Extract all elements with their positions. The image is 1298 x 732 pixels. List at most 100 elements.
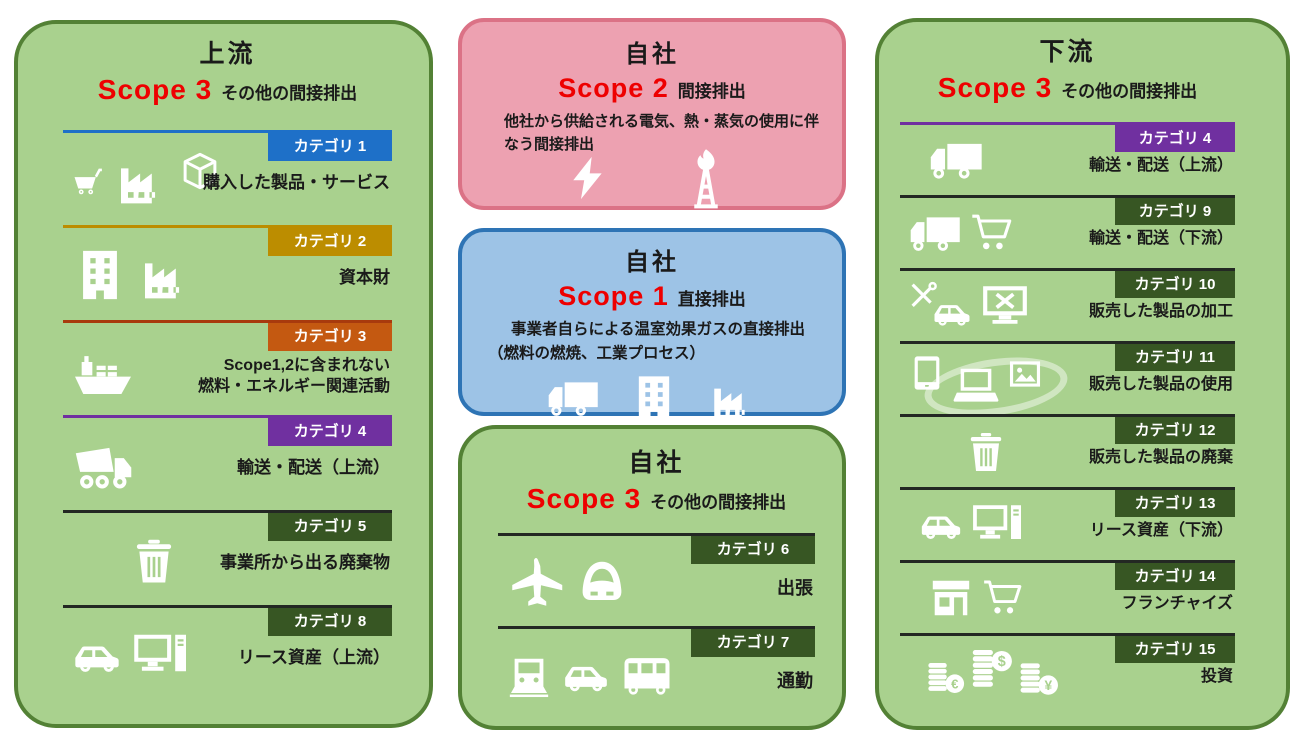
category-7-line	[498, 626, 815, 629]
category-row-9: カテゴリ 9 輸送・配送（下流）	[900, 195, 1235, 268]
factory-icon	[114, 152, 170, 208]
scope2-label: Scope 2	[558, 73, 669, 103]
category-1-badge: カテゴリ 1	[268, 133, 392, 161]
scope1-icons	[462, 370, 842, 424]
category-4-icons	[71, 423, 135, 506]
factory-icon	[138, 247, 194, 303]
category-9-label: 輸送・配送（下流）	[1088, 230, 1233, 247]
smartphone-icon	[908, 354, 946, 392]
category-3-badge: カテゴリ 3	[268, 323, 392, 351]
category-4d-badge: カテゴリ 4	[1115, 125, 1235, 152]
category-row-1: カテゴリ 1 購入した製品・サービス	[63, 130, 392, 225]
category-12-icons	[962, 419, 1010, 483]
category-8-icons	[71, 613, 186, 696]
gas-flare-icon	[674, 145, 738, 209]
car-icon	[71, 629, 123, 681]
category-6-line	[498, 533, 815, 536]
category-10-line	[900, 268, 1235, 271]
category-13-badge: カテゴリ 13	[1115, 490, 1235, 517]
dump-truck-icon	[71, 433, 135, 497]
category-5-label: 事業所から出る廃棄物	[220, 553, 390, 572]
category-13-line	[900, 487, 1235, 490]
category-10-badge: カテゴリ 10	[1115, 271, 1235, 298]
downstream-category-list: カテゴリ 4 輸送・配送（上流） カテゴリ 9 輸送・配送（下流） カテゴリ 1…	[900, 122, 1235, 706]
category-12-label: 販売した製品の廃棄	[1088, 449, 1233, 466]
category-10-icons	[908, 273, 1030, 337]
scope2-title: 自社	[625, 41, 679, 68]
category-5-badge: カテゴリ 5	[268, 513, 392, 541]
category-row-3: カテゴリ 3 Scope1,2に含まれない 燃料・エネルギー関連活動	[63, 320, 392, 415]
truck-icon	[546, 370, 600, 424]
category-row-13: カテゴリ 13 リース資産（下流）	[900, 487, 1235, 560]
category-3-label-line2: 燃料・エネルギー関連活動	[197, 377, 390, 395]
category-6-icons	[506, 541, 629, 622]
truck-icon	[928, 131, 984, 187]
category-9-badge: カテゴリ 9	[1115, 198, 1235, 225]
upstream-category-list: カテゴリ 1 購入した製品・サービス カテゴリ 2 資本財 カテゴリ 3	[63, 130, 392, 700]
scope1-title: 自社	[625, 249, 679, 276]
category-5-line	[63, 510, 392, 513]
downstream-scope3-label: Scope 3	[937, 72, 1053, 103]
scope1-panel: 自社 Scope 1 直接排出 事業者自らによる温室効果ガスの直接排出 （燃料の燃…	[458, 228, 846, 416]
category-1-line	[63, 130, 392, 133]
category-3-icons	[71, 328, 135, 411]
category-14-line	[900, 560, 1235, 563]
coins-euro-icon	[924, 655, 966, 697]
store-icon	[928, 574, 974, 620]
category-10-label: 販売した製品の加工	[1088, 303, 1233, 320]
category-6-badge: カテゴリ 6	[691, 536, 815, 564]
scope1-scope-line: Scope 1 直接排出	[462, 281, 842, 312]
scope1-suffix: 直接排出	[677, 290, 746, 309]
category-row-4-downstream: カテゴリ 4 輸送・配送（上流）	[900, 122, 1235, 195]
category-9-line	[900, 195, 1235, 198]
photo-icon	[1006, 355, 1044, 393]
computer-icon	[971, 499, 1021, 549]
scope1-description-line2: （燃料の燃焼、工業プロセス）	[488, 345, 706, 363]
scope2-icons	[462, 145, 842, 209]
car-icon	[918, 501, 964, 547]
category-14-badge: カテゴリ 14	[1115, 563, 1235, 590]
category-2-badge: カテゴリ 2	[268, 228, 392, 256]
category-7-badge: カテゴリ 7	[691, 629, 815, 657]
category-15-label: 投資	[1200, 668, 1233, 685]
category-row-7: カテゴリ 7 通勤	[498, 626, 815, 719]
car-icon	[931, 291, 973, 333]
scope1-label: Scope 1	[558, 281, 669, 311]
mine-cart-icon	[71, 163, 105, 197]
category-11-icons	[908, 346, 1044, 410]
scope2-suffix: 間接排出	[677, 82, 746, 101]
shopping-cart-icon	[969, 210, 1013, 254]
category-11-badge: カテゴリ 11	[1115, 344, 1235, 371]
category-15-line	[900, 633, 1235, 636]
category-5-icons	[127, 518, 181, 601]
category-14-label: フランチャイズ	[1121, 595, 1233, 612]
scope2-scope-line: Scope 2 間接排出	[462, 73, 842, 104]
category-1-label: 購入した製品・サービス	[203, 173, 390, 192]
car-icon	[561, 650, 611, 700]
category-14-icons	[928, 565, 1023, 629]
category-12-line	[900, 414, 1235, 417]
category-row-2: カテゴリ 2 資本財	[63, 225, 392, 320]
category-row-15: カテゴリ 15 投資	[900, 633, 1235, 706]
building-icon	[71, 246, 129, 304]
laptop-icon	[953, 362, 999, 408]
category-15-badge: カテゴリ 15	[1115, 636, 1235, 663]
category-4-line	[63, 415, 392, 418]
category-8-label: リース資産（上流）	[237, 648, 390, 667]
truck-icon	[908, 205, 962, 259]
own-scope3-title: 自社	[628, 449, 685, 477]
scope3-suffix: その他の間接排出	[221, 84, 358, 103]
category-4d-line	[900, 122, 1235, 125]
bus-icon	[620, 648, 674, 702]
own-scope3-category-list: カテゴリ 6 出張 カテゴリ 7 通勤	[498, 533, 815, 719]
category-1-icons	[71, 138, 221, 221]
scope1-description-line1: 事業者自らによる温室効果ガスの直接排出	[510, 321, 806, 338]
trash-can-icon	[962, 427, 1010, 475]
category-4d-label: 輸送・配送（上流）	[1088, 157, 1233, 174]
train-icon	[506, 652, 552, 698]
category-row-12: カテゴリ 12 販売した製品の廃棄	[900, 414, 1235, 487]
